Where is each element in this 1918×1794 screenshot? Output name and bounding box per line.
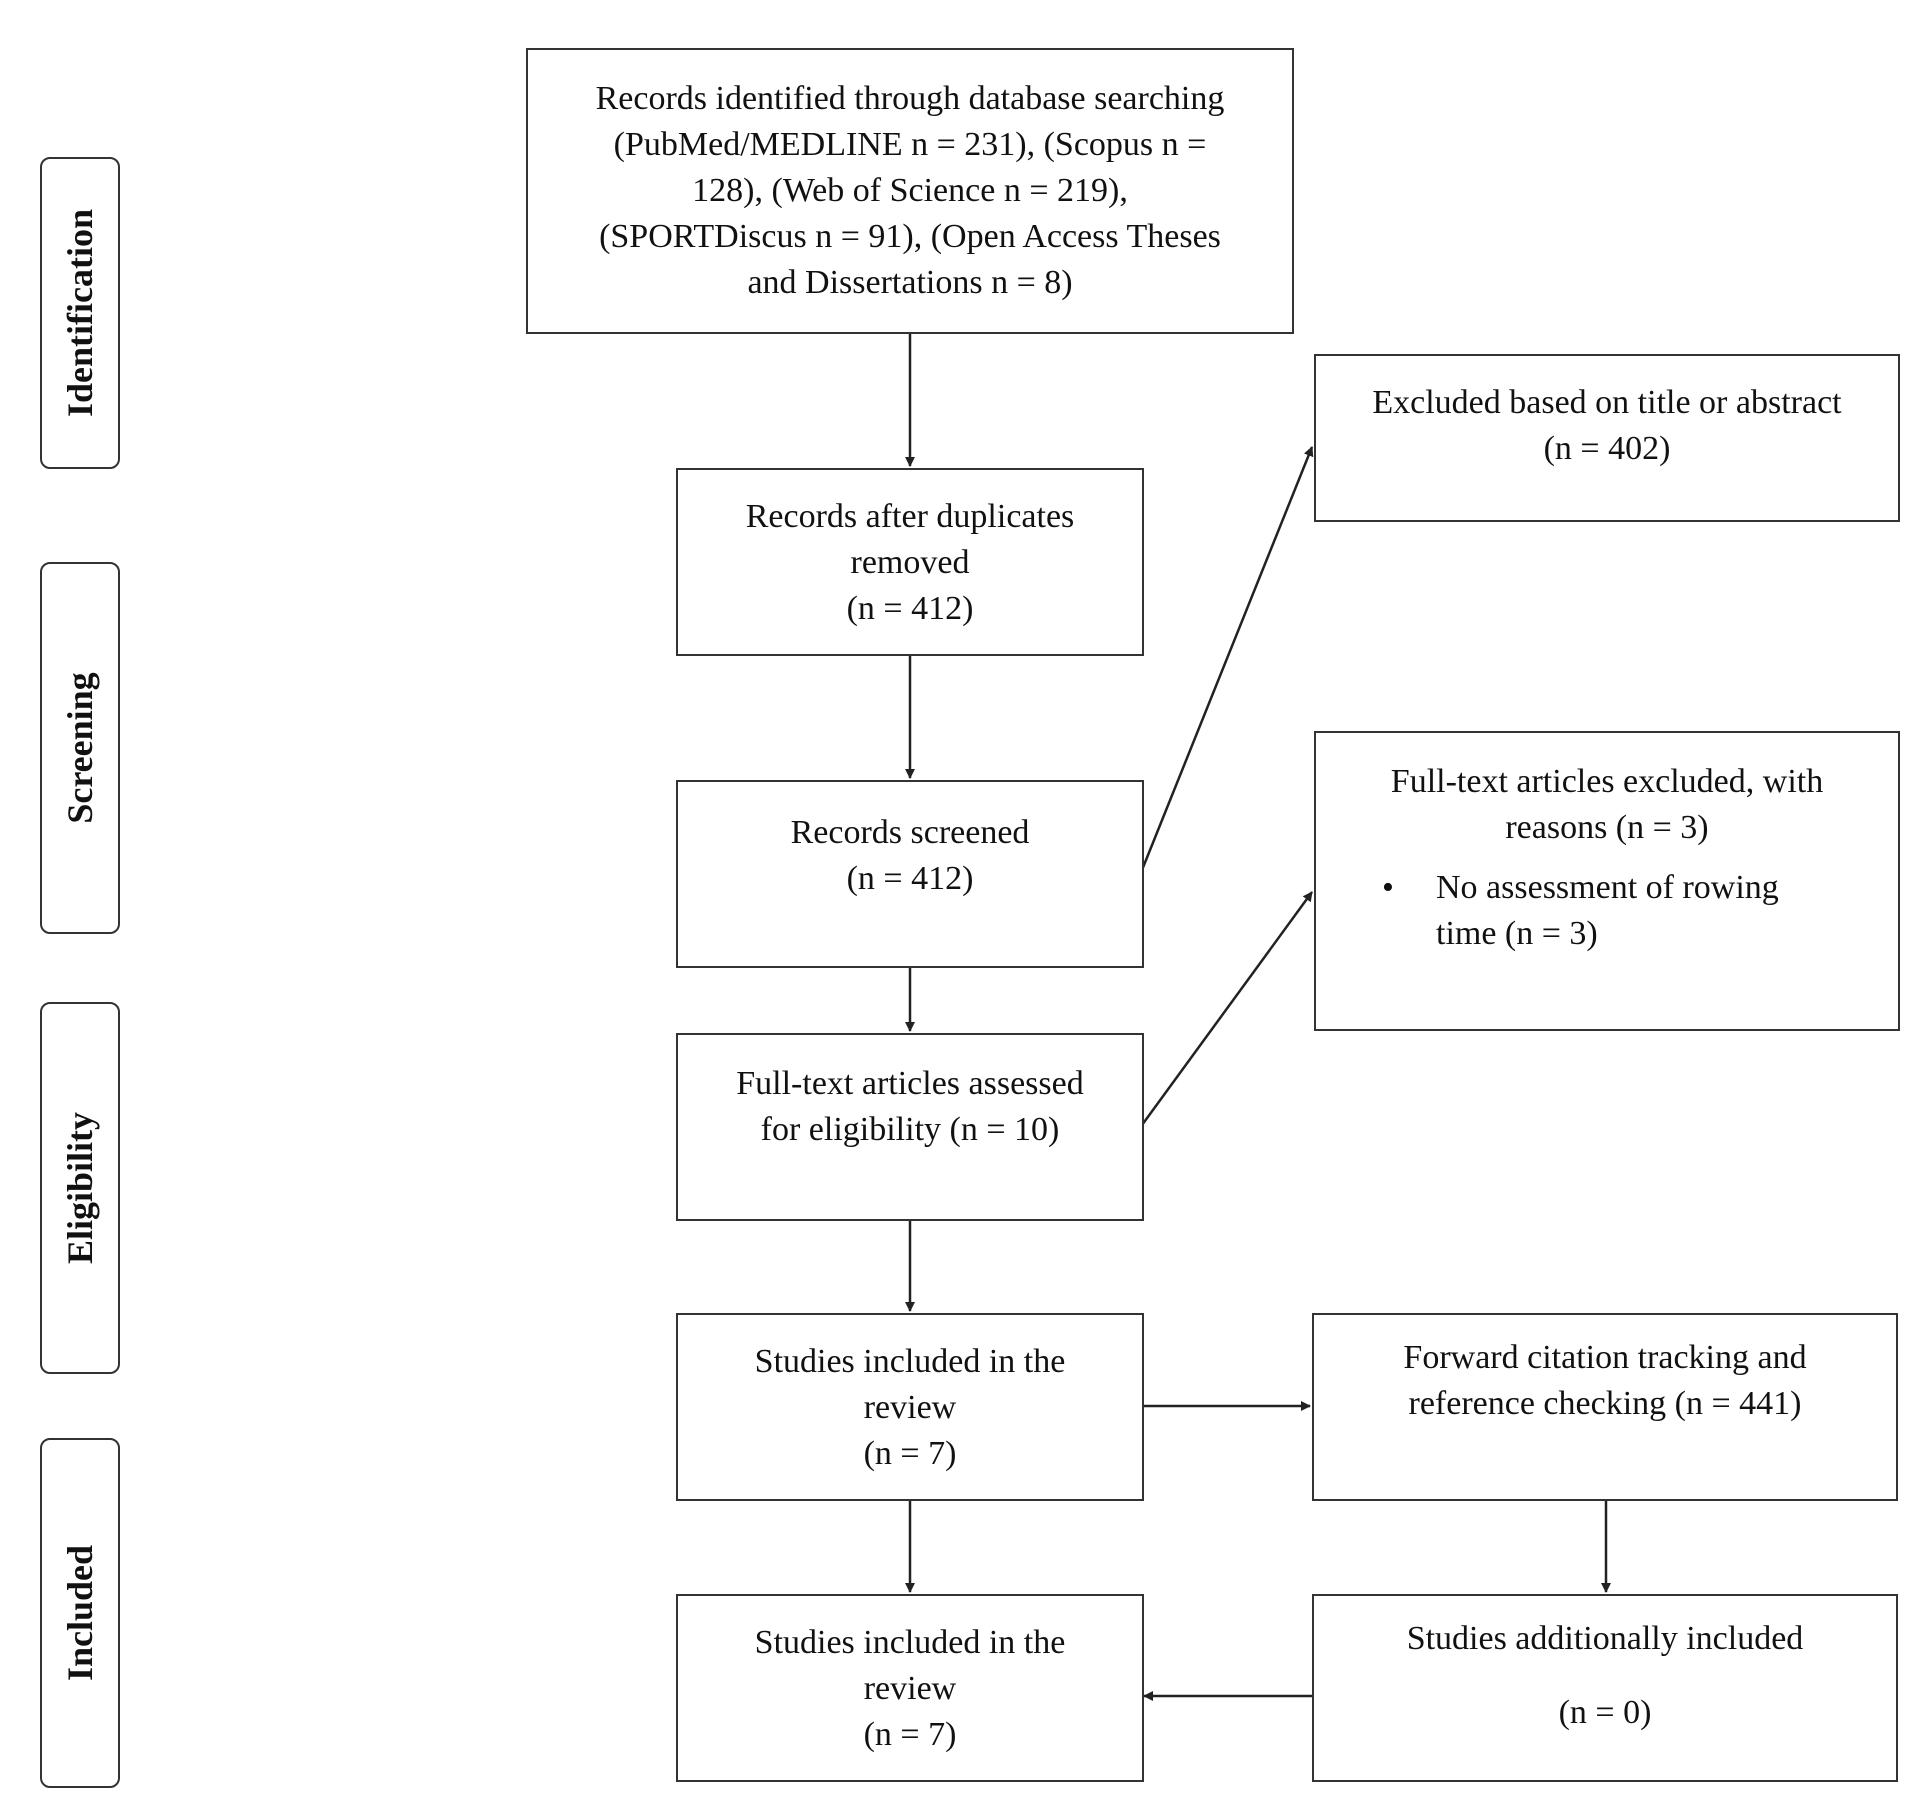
box-text-line: Records identified through database sear… xyxy=(595,80,1225,117)
arrow-assessed-to-fulltext-excluded xyxy=(1140,891,1314,1126)
box-text-line: Full-text articles assessed xyxy=(736,1065,1084,1102)
box-fulltext-assessed: Full-text articles assessed for eligibil… xyxy=(676,1033,1144,1221)
box-text-line: removed xyxy=(850,544,970,581)
exclusion-reason-line: time (n = 3) xyxy=(1436,915,1598,952)
stage-included-label: Included xyxy=(60,1544,100,1682)
box-text-line: Studies included in the xyxy=(754,1624,1066,1661)
box-text-line: Forward citation tracking and xyxy=(1403,1339,1807,1376)
exclusion-reason: No assessment of rowing time (n = 3) xyxy=(1382,865,1898,957)
box-fulltext-excluded: Full-text articles excluded, with reason… xyxy=(1314,731,1900,1031)
box-after-duplicates: Records after duplicates removed (n = 41… xyxy=(676,468,1144,656)
exclusion-reason-line: No assessment of rowing xyxy=(1436,869,1779,906)
stage-identification: Identification xyxy=(40,157,120,469)
box-text-line: Records screened xyxy=(790,814,1030,851)
box-text-line: review xyxy=(863,1389,957,1426)
box-text-line: (n = 402) xyxy=(1543,430,1671,467)
stage-eligibility: Eligibility xyxy=(40,1002,120,1374)
box-text-line: Studies included in the xyxy=(754,1343,1066,1380)
exclusion-reasons-list: No assessment of rowing time (n = 3) xyxy=(1316,865,1898,957)
box-records-identified: Records identified through database sear… xyxy=(526,48,1294,334)
box-text-line: (n = 7) xyxy=(863,1435,957,1472)
box-studies-included-review: Studies included in the review (n = 7) xyxy=(676,1313,1144,1501)
box-text-line: reference checking (n = 441) xyxy=(1408,1385,1802,1422)
stage-screening-label: Screening xyxy=(60,672,100,824)
box-studies-final: Studies included in the review (n = 7) xyxy=(676,1594,1144,1782)
box-text-line: Studies additionally included xyxy=(1406,1620,1804,1657)
arrow-screened-to-excluded xyxy=(1140,446,1314,871)
box-text-line: Full-text articles excluded, with xyxy=(1390,763,1824,800)
box-forward-citation: Forward citation tracking and reference … xyxy=(1312,1313,1898,1501)
stage-screening: Screening xyxy=(40,562,120,934)
box-text-line: (SPORTDiscus n = 91), (Open Access These… xyxy=(599,218,1221,255)
stage-included: Included xyxy=(40,1438,120,1788)
box-records-screened: Records screened (n = 412) xyxy=(676,780,1144,968)
box-text-line: 128), (Web of Science n = 219), xyxy=(692,172,1128,209)
stage-eligibility-label: Eligibility xyxy=(60,1111,100,1265)
box-excluded-title: Excluded based on title or abstract (n =… xyxy=(1314,354,1900,522)
box-text-line: (n = 0) xyxy=(1558,1694,1652,1731)
box-text-line: Excluded based on title or abstract xyxy=(1372,384,1842,421)
box-additional-included: Studies additionally included (n = 0) xyxy=(1312,1594,1898,1782)
box-text-line: reasons (n = 3) xyxy=(1505,809,1709,846)
box-text-line: (n = 412) xyxy=(846,860,974,897)
box-text-line: review xyxy=(863,1670,957,1707)
box-text-line: (n = 7) xyxy=(863,1716,957,1753)
box-text-line: (PubMed/MEDLINE n = 231), (Scopus n = xyxy=(613,126,1207,163)
box-text-line: and Dissertations n = 8) xyxy=(747,264,1073,301)
stage-identification-label: Identification xyxy=(60,208,100,418)
box-text-line: for eligibility (n = 10) xyxy=(760,1111,1060,1148)
box-text-line: Records after duplicates xyxy=(745,498,1075,535)
box-text-line: (n = 412) xyxy=(846,590,974,627)
